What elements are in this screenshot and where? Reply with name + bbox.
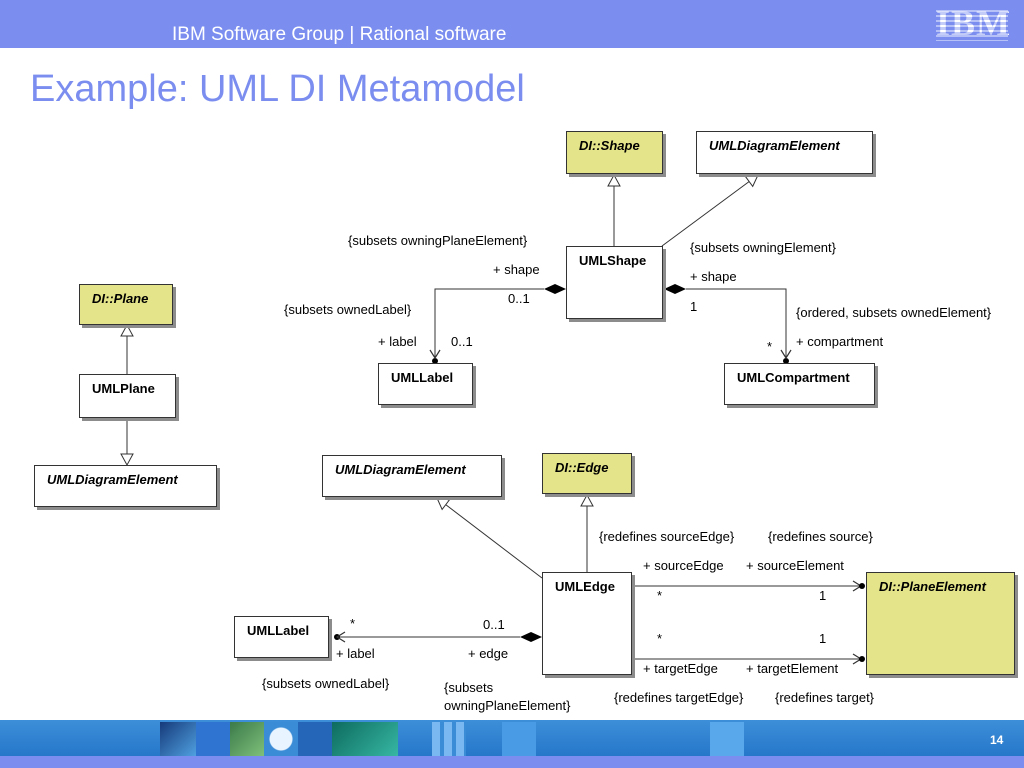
box-uml-label-top-name: UMLLabel — [391, 370, 454, 385]
box-uml-edge: UMLEdge — [542, 572, 632, 675]
diamond-shape-label — [544, 284, 566, 294]
label-label-bottom: + label — [336, 646, 375, 661]
box-uml-label-bottom-name: UMLLabel — [247, 623, 310, 638]
label-mult-01-shape: 0..1 — [508, 291, 530, 306]
label-compartment: + compartment — [796, 334, 884, 349]
label-subsets-owning-plane-element: {subsets owningPlaneElement} — [348, 233, 528, 248]
footer-image-tile-5 — [298, 722, 332, 756]
label-mult-1-shape: 1 — [690, 299, 698, 314]
diamond-shape-compartment — [664, 284, 686, 294]
diamond-edge-label — [520, 632, 542, 642]
label-mult-01-edge: 0..1 — [483, 617, 505, 632]
dot-source — [859, 583, 865, 589]
label-star-source: * — [657, 588, 663, 603]
dot-target — [859, 656, 865, 662]
box-di-plane-element-name: DI::PlaneElement — [879, 579, 986, 594]
box-uml-compartment-name: UMLCompartment — [737, 370, 850, 385]
label-source-edge: + sourceEdge — [643, 558, 724, 573]
label-redefines-target-edge: {redefines targetEdge} — [614, 690, 744, 705]
label-owning-plane-element-close: owningPlaneElement} — [444, 698, 571, 713]
ibm-logo-text: IBM — [936, 3, 1011, 43]
box-uml-diagram-element-bottom-name: UMLDiagramElement — [335, 462, 466, 477]
label-subsets-owning-element: {subsets owningElement} — [690, 240, 836, 255]
box-uml-plane: UMLPlane — [79, 374, 176, 418]
box-uml-diagram-element-top: UMLDiagramElement — [696, 131, 873, 174]
footer-image-tile-1 — [160, 722, 196, 756]
label-label-top: + label — [378, 334, 417, 349]
box-di-edge-name: DI::Edge — [555, 460, 609, 475]
box-uml-diagram-element-top-name: UMLDiagramElement — [709, 138, 840, 153]
label-redefines-target: {redefines target} — [775, 690, 875, 705]
label-subsets-word: {subsets — [444, 680, 494, 695]
box-di-plane-element: DI::PlaneElement — [866, 572, 1015, 675]
label-one-target: 1 — [819, 631, 827, 646]
label-star-compartment: * — [767, 339, 773, 354]
box-uml-diagram-element-left-name: UMLDiagramElement — [47, 472, 178, 487]
box-uml-edge-name: UMLEdge — [555, 579, 615, 594]
dot-label-top — [432, 358, 438, 364]
box-uml-label-top: UMLLabel — [378, 363, 473, 405]
box-uml-diagram-element-left: UMLDiagramElement — [34, 465, 217, 507]
gen-umlshape-umldiagramelement — [661, 174, 759, 247]
header-text: IBM Software Group | Rational software — [172, 24, 507, 45]
footer-image-tile-4 — [264, 722, 298, 756]
label-target-edge: + targetEdge — [643, 661, 718, 676]
box-uml-shape: UMLShape — [566, 246, 663, 319]
box-di-plane: DI::Plane — [79, 284, 173, 325]
label-shape-right: + shape — [690, 269, 737, 284]
label-target-element: + targetElement — [746, 661, 839, 676]
label-one-source: 1 — [819, 588, 827, 603]
label-redefines-source: {redefines source} — [768, 529, 873, 544]
footer-image-tile-8 — [502, 722, 536, 756]
label-redefines-source-edge: {redefines sourceEdge} — [599, 529, 735, 544]
box-di-shape: DI::Shape — [566, 131, 663, 174]
box-uml-plane-name: UMLPlane — [92, 381, 155, 396]
box-di-edge: DI::Edge — [542, 453, 632, 494]
footer-image-tile-9 — [710, 722, 744, 756]
page-number: 14 — [990, 733, 1004, 747]
gen-umledge-umldiagramelement — [436, 497, 543, 579]
box-di-shape-name: DI::Shape — [579, 138, 640, 153]
dot-compartment — [783, 358, 789, 364]
assoc-shape-compartment — [686, 288, 787, 358]
label-mult-01-label: 0..1 — [451, 334, 473, 349]
footer-image-tile-6 — [332, 722, 398, 756]
box-uml-diagram-element-bottom: UMLDiagramElement — [322, 455, 502, 497]
assoc-shape-label — [434, 288, 544, 358]
footer-strip — [0, 756, 1024, 768]
header-bar: IBM Software Group | Rational software I… — [0, 0, 1024, 48]
ibm-logo-stripes — [936, 7, 1008, 41]
label-edge: + edge — [468, 646, 509, 661]
box-uml-compartment: UMLCompartment — [724, 363, 875, 405]
label-source-element: + sourceElement — [746, 558, 844, 573]
slide-title: Example: UML DI Metamodel — [30, 68, 525, 110]
diagram-connectors — [120, 173, 865, 665]
label-shape-left: + shape — [493, 262, 540, 277]
label-ordered-subsets-owned-element: {ordered, subsets ownedElement} — [796, 305, 992, 320]
label-subsets-owned-label: {subsets ownedLabel} — [284, 302, 412, 317]
footer-image-tile-7 — [432, 722, 466, 756]
label-subsets-owned-label-bottom: {subsets ownedLabel} — [262, 676, 390, 691]
label-star-target: * — [657, 631, 663, 646]
footer-image-tile-2 — [196, 722, 230, 756]
box-uml-label-bottom: UMLLabel — [234, 616, 329, 658]
ibm-logo: IBM — [936, 3, 1010, 43]
label-star-label-bottom: * — [350, 616, 356, 631]
footer-image-tile-3 — [230, 722, 264, 756]
box-uml-shape-name: UMLShape — [579, 253, 647, 268]
box-di-plane-name: DI::Plane — [92, 291, 149, 306]
